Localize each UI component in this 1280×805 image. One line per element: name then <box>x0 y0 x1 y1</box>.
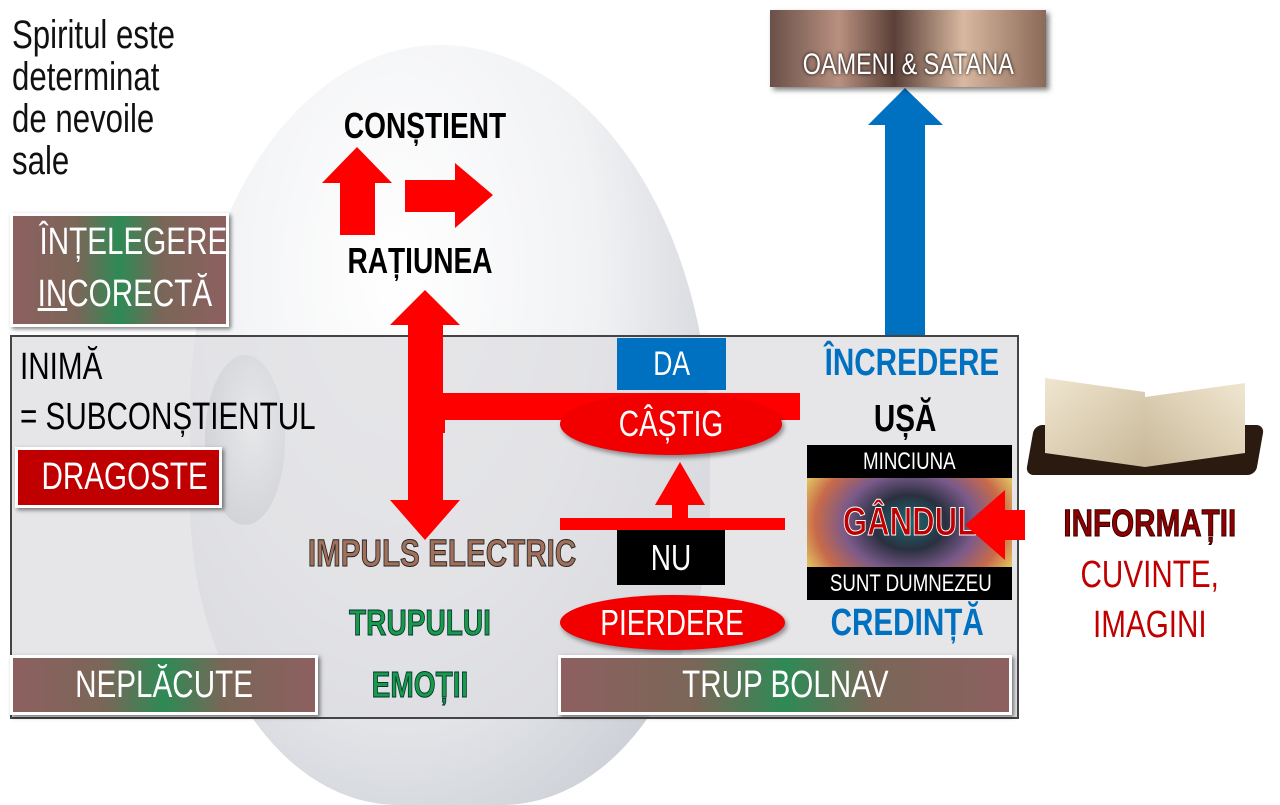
understanding-underlined: IN <box>37 273 68 315</box>
people-satan-box: OAMENI & SATANA <box>770 10 1046 87</box>
i-am-god-strip: SUNT DUMNEZEU <box>807 567 1012 600</box>
blue-up-arrow-icon <box>868 88 943 335</box>
bible-icon <box>1025 355 1265 505</box>
information-details: CUVINTE, IMAGINI <box>1030 550 1270 650</box>
information-line1: CUVINTE, <box>1080 554 1220 596</box>
intro-line: Spiritul este <box>12 13 176 57</box>
no-box: NU <box>617 530 725 585</box>
understanding-box: ÎNȚELEGERE INCORECTĂ <box>10 213 229 327</box>
love-box: DRAGOSTE <box>15 447 222 508</box>
emotions-label: EMOȚII <box>371 664 469 706</box>
right-arrow-icon <box>405 163 493 228</box>
faith-label: CREDINȚĂ <box>830 602 985 644</box>
intro-line: sale <box>12 139 70 183</box>
thought-label: GÂNDUL <box>842 500 977 545</box>
understanding-line1: ÎNȚELEGERE <box>39 221 228 263</box>
unpleasant-box: NEPLĂCUTE <box>10 655 318 715</box>
impulse-label: IMPULS ELECTRIC <box>307 533 577 576</box>
information-title: INFORMAȚII <box>1063 503 1237 546</box>
yes-box: DA <box>617 338 726 390</box>
information-line2: IMAGINI <box>1093 604 1207 646</box>
understanding-rest: CORECTĂ <box>67 273 213 315</box>
reason-label: RAȚIUNEA <box>347 240 493 281</box>
left-arrow-icon <box>965 490 1025 560</box>
intro-text: Spiritul este determinat de nevoile sale <box>12 14 221 182</box>
heart-line2: = SUBCONȘTIENTUL <box>20 396 316 438</box>
intro-line: determinat <box>12 55 160 99</box>
loss-ellipse: PIERDERE <box>560 595 785 650</box>
body-label: TRUPULUI <box>349 602 492 644</box>
heart-line1: INIMĂ <box>20 346 103 388</box>
door-label: UȘĂ <box>873 398 937 440</box>
sick-body-box: TRUP BOLNAV <box>558 655 1012 715</box>
intro-line: de nevoile <box>12 97 155 141</box>
lie-strip: MINCIUNA <box>807 445 1012 478</box>
small-up-arrow-icon <box>655 462 705 520</box>
gain-ellipse: CÂȘTIG <box>560 393 782 455</box>
up-arrow-icon <box>322 147 392 235</box>
divider-bar <box>560 518 785 530</box>
conscious-label: CONȘTIENT <box>343 105 507 146</box>
heart-label: INIMĂ = SUBCONȘTIENTUL <box>20 342 399 442</box>
trust-label: ÎNCREDERE <box>824 342 1000 384</box>
